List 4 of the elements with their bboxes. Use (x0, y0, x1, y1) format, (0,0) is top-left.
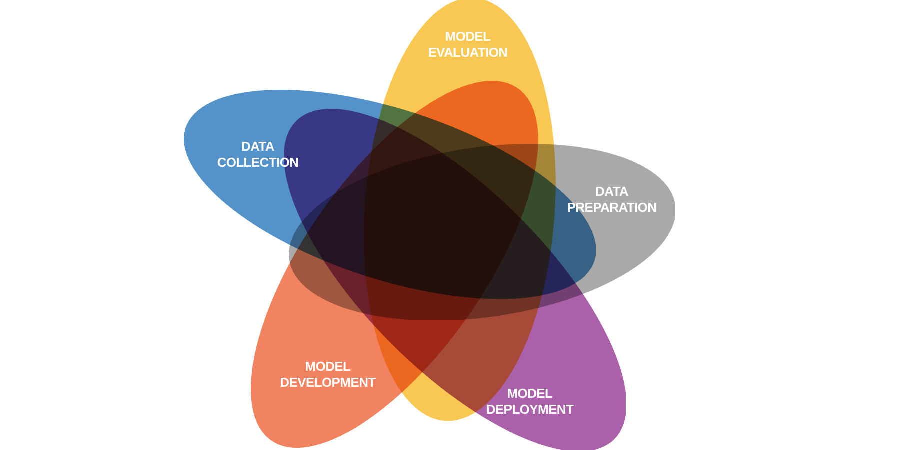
set-label: MODEL DEVELOPMENT (279, 358, 377, 391)
set-label: MODEL EVALUATION (427, 29, 509, 61)
set-label: MODEL DEPLOYMENT (485, 386, 575, 418)
set-label: DATA COLLECTION (216, 138, 300, 171)
